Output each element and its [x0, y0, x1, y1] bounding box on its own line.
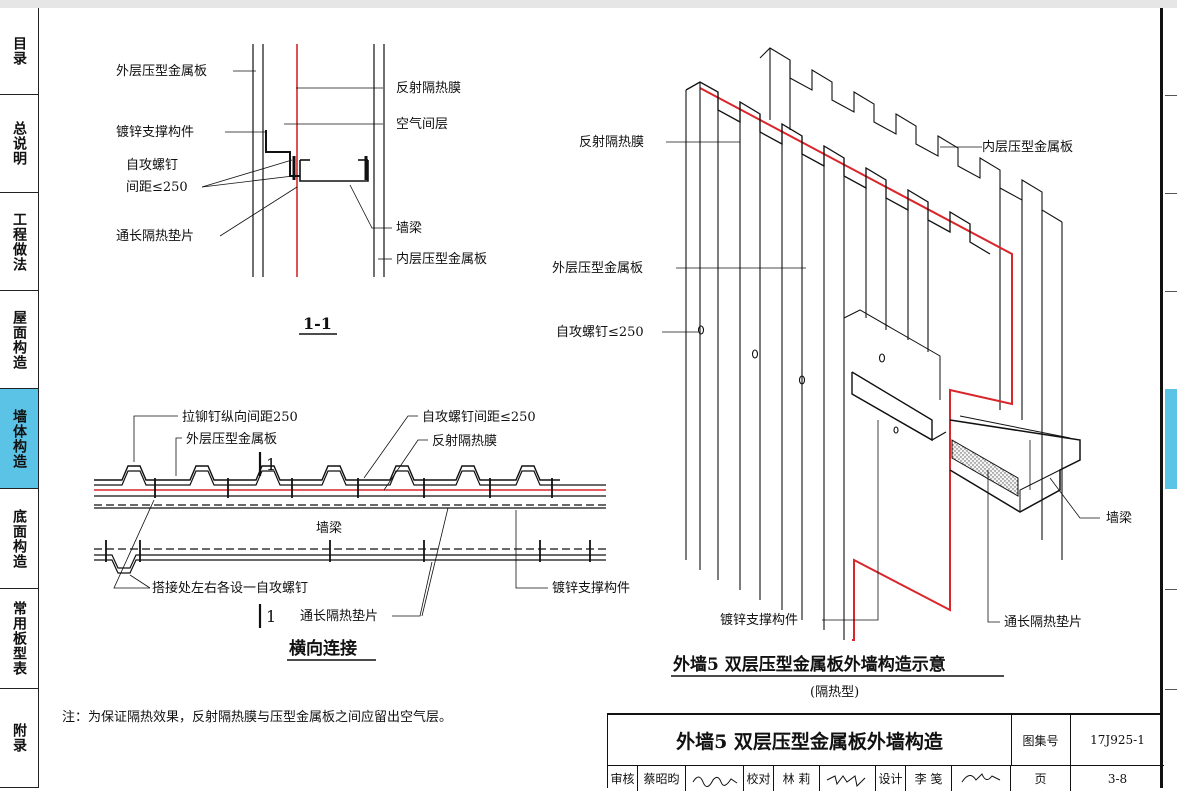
label-screw-1b: 间距≤250 — [126, 180, 188, 195]
atlas-label: 图集号 — [1011, 715, 1071, 765]
drawing-frame — [38, 8, 1163, 788]
top-strip — [0, 0, 1177, 8]
label-air-layer-1: 空气间层 — [396, 116, 448, 132]
label-inner-panel-1: 内层压型金属板 — [396, 251, 487, 267]
isometric-detail — [662, 47, 1100, 641]
label-outer-panel-1: 外层压型金属板 — [116, 63, 207, 79]
label-overlap-screw: 搭接处左右各设一自攻螺钉 — [152, 580, 308, 596]
label-screw-3: 自攻螺钉≤250 — [556, 325, 644, 340]
reviewer-signature — [686, 766, 744, 791]
label-bracket-1: 镀锌支撑构件 — [116, 124, 194, 140]
review-label: 审核 — [608, 766, 638, 791]
footnote: 注：为保证隔热效果，反射隔热膜与压型金属板之间应留出空气层。 — [62, 710, 453, 725]
label-screw-1a: 自攻螺钉 — [126, 158, 178, 173]
sign-row: 审核 蔡昭昀 校对 林 莉 设计 李 笺 页 3-8 — [608, 765, 1164, 791]
reviewer-name: 蔡昭昀 — [638, 766, 686, 791]
drawing-title: 外墙5 双层压型金属板外墙构造 — [608, 715, 1012, 765]
check-label: 校对 — [744, 766, 774, 791]
tab-appendix[interactable]: 附录 — [0, 689, 38, 788]
atlas-number: 17J925-1 — [1090, 733, 1145, 747]
checker-name: 林 莉 — [774, 766, 820, 791]
section-mark-bottom: 1 — [266, 607, 276, 626]
label-insulation-pad-3: 通长隔热垫片 — [1004, 614, 1082, 630]
designer-signature — [952, 766, 1011, 791]
label-bracket-3: 镀锌支撑构件 — [720, 612, 798, 628]
tab-engineering-practice[interactable]: 工程做法 — [0, 193, 38, 291]
label-insulation-pad-1: 通长隔热垫片 — [116, 228, 194, 244]
tab-panel-types[interactable]: 常用板型表 — [0, 589, 38, 689]
label-wall-beam-3: 墙梁 — [1106, 511, 1132, 526]
label-reflective-film-1: 反射隔热膜 — [396, 80, 461, 96]
tab-floor-construction[interactable]: 底面构造 — [0, 489, 38, 589]
designer-name: 李 笺 — [906, 766, 952, 791]
section-1-1-detail — [201, 44, 392, 277]
label-bracket-2: 镀锌支撑构件 — [552, 580, 630, 596]
design-label: 设计 — [876, 766, 906, 791]
tab-general-notes[interactable]: 总说明 — [0, 95, 38, 193]
caption-horizontal-connection: 横向连接 — [289, 638, 357, 659]
horizontal-connection-detail — [94, 415, 606, 628]
right-edge-marks — [1165, 8, 1177, 788]
label-wall-beam-2: 墙梁 — [316, 521, 342, 536]
label-reflective-film-3: 反射隔热膜 — [579, 134, 644, 150]
tab-roof-construction[interactable]: 屋面构造 — [0, 291, 38, 389]
caption-section-1-1: 1-1 — [303, 314, 332, 333]
page-number: 3-8 — [1107, 771, 1128, 786]
label-reflective-film-2: 反射隔热膜 — [432, 433, 497, 449]
caption-isometric: 外墙5 双层压型金属板外墙构造示意 — [673, 654, 946, 675]
label-rivet: 拉铆钉纵向间距250 — [182, 409, 298, 425]
label-outer-panel-2: 外层压型金属板 — [186, 431, 277, 447]
page-label: 页 — [1011, 766, 1071, 791]
label-screw-2: 自攻螺钉间距≤250 — [422, 410, 536, 425]
checker-signature — [820, 766, 876, 791]
label-inner-panel-3: 内层压型金属板 — [982, 139, 1073, 155]
tab-wall-construction[interactable]: 墙体构造 — [0, 389, 38, 489]
label-wall-beam-1: 墙梁 — [396, 221, 422, 236]
title-block: 外墙5 双层压型金属板外墙构造 图集号 17J925-1 审核 蔡昭昀 校对 林… — [607, 713, 1164, 791]
subcaption-isometric: (隔热型) — [810, 685, 859, 700]
label-insulation-pad-2: 通长隔热垫片 — [300, 608, 378, 624]
tab-contents[interactable]: 目录 — [0, 8, 38, 95]
section-mark-top: 1 — [266, 455, 276, 474]
label-outer-panel-3: 外层压型金属板 — [552, 260, 643, 276]
